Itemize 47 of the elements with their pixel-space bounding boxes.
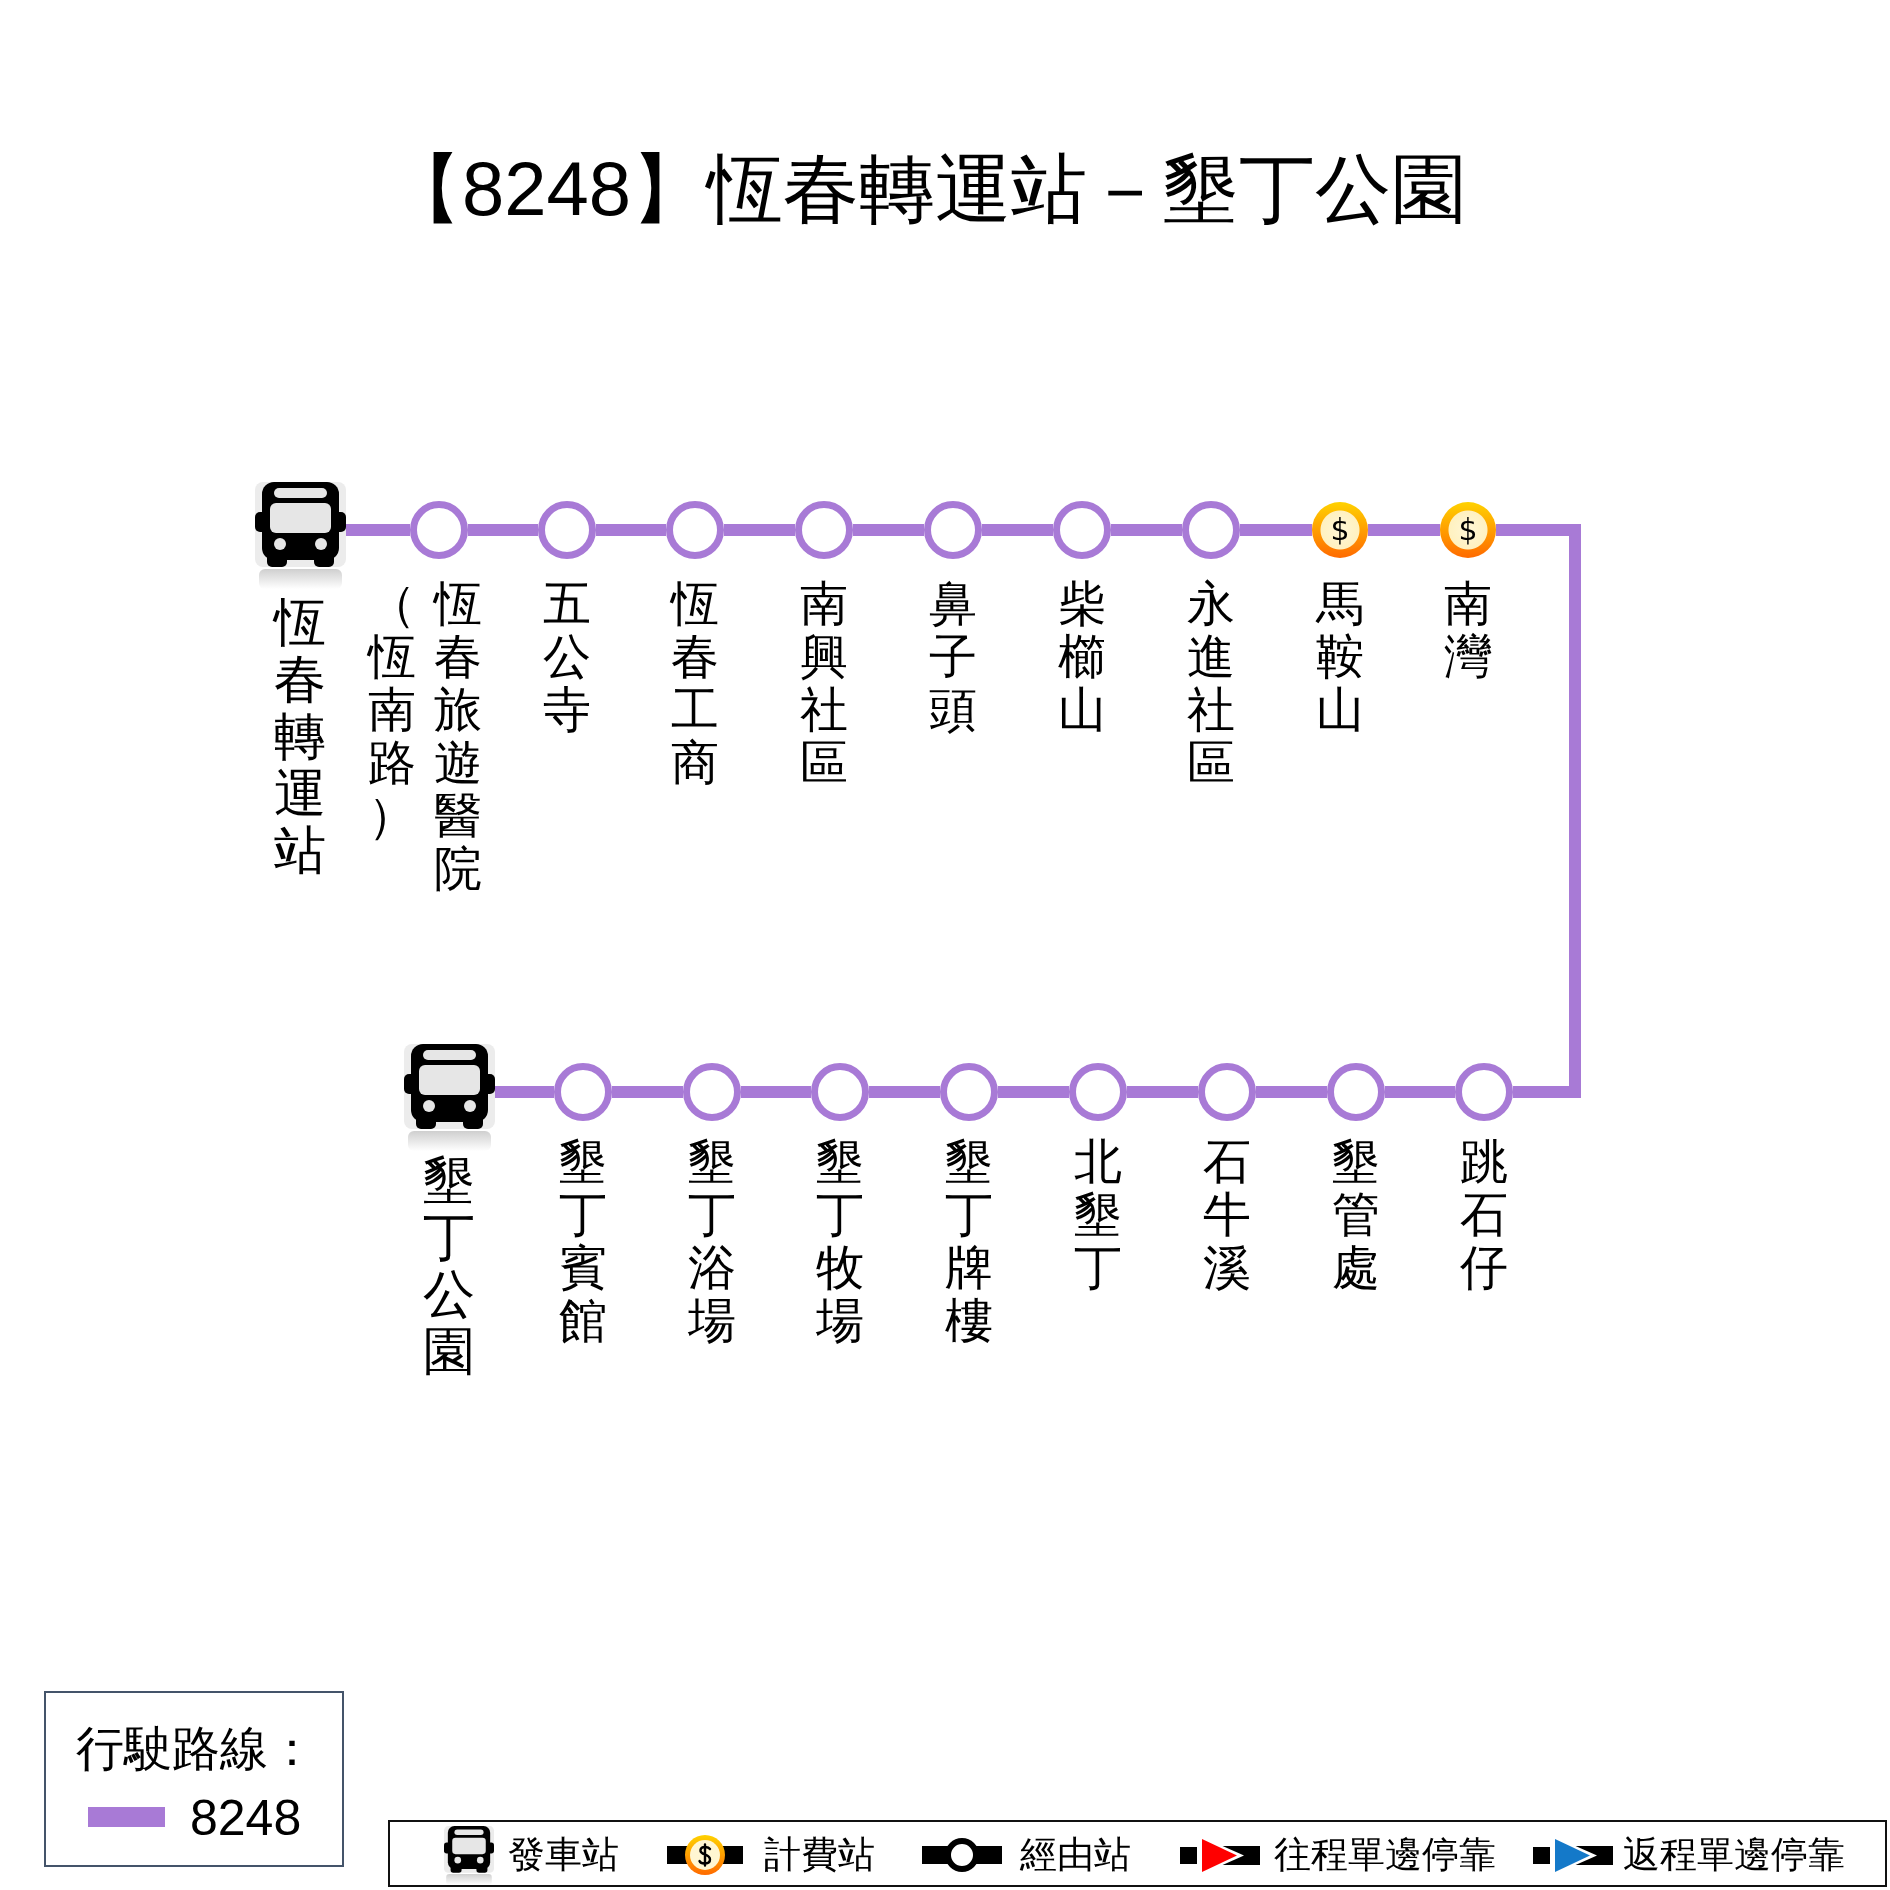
route-line — [869, 1086, 940, 1098]
title: 【8248】恆春轉運站－墾丁公園 — [386, 145, 1468, 233]
stop-name: 恆春旅遊醫院（恆南路） — [368, 577, 482, 895]
stop-name: 柴櫛山 — [1058, 577, 1106, 736]
stop-name: 五公寺 — [543, 577, 591, 736]
stop-name: 墾丁牌樓 — [945, 1135, 993, 1347]
legend-text: 返程單邊停靠 — [1623, 1833, 1845, 1877]
stop-name: 跳石仔 — [1460, 1135, 1508, 1294]
stop-name: 鼻子頭 — [929, 577, 977, 736]
legend-text: 8248 — [190, 1789, 302, 1847]
stop-name: 墾丁浴場 — [688, 1135, 736, 1347]
stop-name: 南灣 — [1444, 577, 1492, 683]
route-line — [1240, 524, 1312, 536]
legend-text: 計費站 — [764, 1833, 875, 1877]
stop-name: 墾丁賓館 — [559, 1135, 607, 1347]
route-line — [596, 524, 666, 536]
route-line — [724, 524, 795, 536]
route-line — [853, 524, 924, 536]
route-line — [741, 1086, 811, 1098]
route-line — [345, 524, 410, 536]
legend-text: 經由站 — [1020, 1833, 1131, 1877]
stop-name: 永進社區 — [1187, 577, 1235, 789]
stop-name: 墾管處 — [1332, 1135, 1380, 1294]
route-line — [982, 524, 1053, 536]
route-line — [1256, 1086, 1327, 1098]
route-line — [1111, 524, 1182, 536]
stop-name: 恆春轉運站 — [274, 594, 326, 879]
fare-coin: $ — [1312, 502, 1368, 558]
stop-name: 恆春工商 — [671, 577, 719, 789]
route-line — [998, 1086, 1069, 1098]
stop-name: 馬鞍山 — [1316, 577, 1364, 736]
stop-name: 石牛溪 — [1203, 1135, 1251, 1294]
legend-text: 往程單邊停靠 — [1274, 1833, 1496, 1877]
stop-name: 南興社區 — [800, 577, 848, 789]
fare-coin: $ — [1440, 502, 1496, 558]
stop-name: 墾丁公園 — [423, 1152, 475, 1380]
route-line — [494, 1086, 554, 1098]
stop-name: 墾丁牧場 — [816, 1135, 864, 1347]
route-line — [1368, 524, 1440, 536]
route-line — [612, 1086, 683, 1098]
stop-name: 北墾丁 — [1074, 1135, 1122, 1294]
route-line — [1496, 524, 1581, 1098]
route-line — [1127, 1086, 1198, 1098]
route-line — [468, 524, 538, 536]
legend-title: 行駛路線： — [76, 1721, 316, 1777]
route-line — [1385, 1086, 1455, 1098]
legend-text: 發車站 — [508, 1833, 619, 1877]
